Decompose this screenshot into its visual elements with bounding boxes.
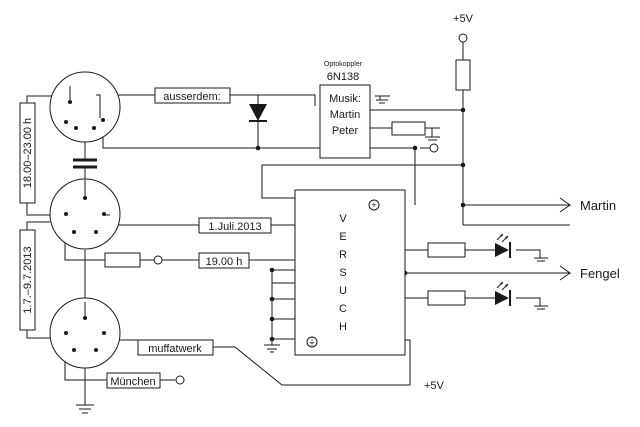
chip-versuch: + ⏚ V E R S U C H [294, 189, 406, 356]
side-label-hours: 18.00–23.00 h [19, 95, 52, 216]
label-muenchen: München [106, 372, 161, 389]
chip-letter: R [339, 249, 347, 261]
svg-text:muffatwerk: muffatwerk [148, 343, 202, 355]
led-2 [495, 281, 511, 306]
side-label-dates: 1.7.–9.7.2013 [19, 221, 50, 339]
optocoupler: Optokoppler 6N138 Musik: Martin Peter [319, 61, 371, 159]
opto-line-3: Peter [332, 125, 359, 137]
output-martin-label: Martin [580, 198, 616, 213]
resistor-supply [455, 59, 471, 91]
output-fengel-label: Fengel [580, 266, 620, 281]
diode [249, 95, 267, 130]
connector-2 [49, 178, 121, 250]
svg-text:ausserdem:: ausserdem: [163, 91, 220, 103]
supply-top-label: +5V [453, 13, 474, 25]
led-1 [495, 233, 511, 258]
chip-ground-pin [306, 336, 318, 348]
resistor-time [104, 252, 141, 268]
resistor-led-2 [427, 290, 466, 306]
chip-letter: E [339, 231, 346, 243]
connector-3 [49, 297, 121, 369]
opto-line-2: Martin [330, 109, 361, 121]
resistor-opto [391, 121, 426, 136]
label-time: 19.00 h [198, 252, 250, 269]
svg-text:19.00 h: 19.00 h [206, 256, 243, 268]
svg-text:München: München [110, 376, 155, 388]
opto-part: 6N138 [327, 71, 359, 83]
resistor-led-1 [427, 242, 466, 258]
terminals [153, 33, 468, 385]
svg-text:1.Juli.2013: 1.Juli.2013 [208, 221, 261, 233]
svg-text:⏚: ⏚ [308, 338, 316, 347]
chip-letter: U [339, 285, 347, 297]
svg-text:+: + [371, 200, 376, 210]
dates-text: 1.7.–9.7.2013 [22, 246, 34, 313]
chip-letter: C [339, 303, 347, 315]
chip-letter: H [339, 321, 347, 333]
wiring [64, 42, 572, 414]
chip-plus-pin [368, 199, 380, 211]
opto-line-1: Musik: [329, 93, 361, 105]
label-ausserdem: ausserdem: [154, 87, 231, 104]
label-juli: 1.Juli.2013 [198, 217, 272, 234]
chip-letter: S [339, 267, 346, 279]
hours-text: 18.00–23.00 h [22, 118, 34, 188]
connector-1 [49, 71, 121, 143]
supply-bottom-label: +5V [424, 380, 445, 392]
resistors [104, 59, 471, 306]
chip-letter: V [339, 213, 347, 225]
label-muffatwerk: muffatwerk [137, 339, 214, 356]
opto-caption: Optokoppler [324, 61, 363, 68]
